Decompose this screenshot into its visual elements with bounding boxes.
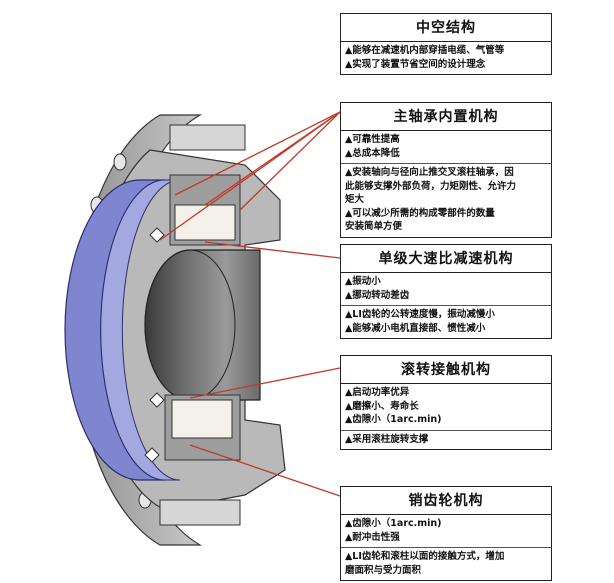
annotation-title: 滚转接触机构 [341, 356, 551, 384]
hollow-bore [144, 249, 261, 401]
annotation-section: ▲LI齿轮和滚柱以面的接触方式，增加 磨面积与受力面积 [341, 548, 551, 580]
annotation-line: ▲耐冲击性强 [345, 531, 400, 543]
annotation-section: ▲采用滚柱旋转支撑 [341, 431, 551, 450]
annotation-hollow-structure: 中空结构 ▲能够在减速机内部穿插电缆、气管等 ▲实现了装置节省空间的设计理念 [340, 13, 552, 75]
annotation-title: 中空结构 [341, 14, 551, 42]
annotation-line: ▲振动小 [345, 276, 381, 287]
annotation-section: ▲启动功率优异 ▲磨擦小、寿命长 ▲齿隙小（1arc.min) [341, 384, 551, 431]
annotation-line: ▲可靠性提高 [345, 134, 400, 145]
annotation-line: ▲启动功率优异 [345, 387, 410, 398]
annotation-line: 安装简单方便 [345, 221, 403, 232]
annotation-title: 主轴承内置机构 [341, 103, 551, 131]
annotation-section: ▲齿隙小（1arc.min) ▲耐冲击性强 [341, 515, 551, 548]
annotation-line: ▲安装轴向与径向止推交叉滚柱轴承，因 [345, 167, 514, 178]
annotation-line: ▲LI齿轮的公转速度慢，振动减慢小 [345, 309, 495, 320]
annotation-pin-gear: 销齿轮机构 ▲齿隙小（1arc.min) ▲耐冲击性强 ▲LI齿轮和滚柱以面的接… [340, 486, 552, 581]
annotation-line: 此能够支撑外部负荷，力矩刚性、允许力 [345, 180, 517, 192]
annotation-line: ▲可以减少所需的构成零部件的数量 [345, 207, 495, 219]
annotation-line: ▲挪动转动差齿 [345, 289, 410, 301]
annotation-title: 销齿轮机构 [341, 487, 551, 515]
annotation-section: ▲可靠性提高 ▲总成本降低 [341, 131, 551, 164]
annotation-line: 矩大 [345, 194, 365, 205]
annotation-line: ▲实现了装置节省空间的设计理念 [345, 58, 486, 70]
annotation-title: 单级大速比减速机构 [341, 245, 551, 273]
annotation-line: ▲齿隙小（1arc.min) [345, 414, 442, 425]
annotation-line: ▲磨擦小、寿命长 [345, 400, 419, 412]
annotation-section: ▲LI齿轮的公转速度慢，振动减慢小 ▲能够减小电机直接部、惯性减小 [341, 306, 551, 338]
annotation-line: ▲总成本降低 [345, 147, 400, 159]
annotation-single-stage-reduction: 单级大速比减速机构 ▲振动小 ▲挪动转动差齿 ▲LI齿轮的公转速度慢，振动减慢小… [340, 244, 552, 339]
leader-lines [159, 111, 341, 497]
annotation-section: ▲振动小 ▲挪动转动差齿 [341, 273, 551, 306]
annotation-line: ▲能够在减速机内部穿插电缆、气管等 [345, 45, 505, 56]
annotation-line: ▲齿隙小（1arc.min) [345, 518, 442, 529]
roller-elements [144, 227, 165, 463]
lower-gear-section [159, 394, 241, 526]
annotation-section: ▲能够在减速机内部穿插电缆、气管等 ▲实现了装置节省空间的设计理念 [341, 42, 551, 74]
annotation-line: ▲能够减小电机直接部、惯性减小 [345, 322, 486, 334]
upper-gear-section [169, 124, 246, 246]
annotation-section: ▲安装轴向与径向止推交叉滚柱轴承，因 此能够支撑外部负荷，力矩刚性、允许力 矩大… [341, 164, 551, 237]
annotation-line: ▲LI齿轮和滚柱以面的接触方式，增加 [345, 551, 505, 562]
annotation-line: ▲采用滚柱旋转支撑 [345, 433, 429, 445]
annotation-line: 磨面积与受力面积 [345, 564, 422, 576]
main-bearing-ring [64, 179, 181, 481]
annotation-main-bearing: 主轴承内置机构 ▲可靠性提高 ▲总成本降低 ▲安装轴向与径向止推交叉滚柱轴承，因… [340, 102, 552, 238]
annotation-rolling-contact: 滚转接触机构 ▲启动功率优异 ▲磨擦小、寿命长 ▲齿隙小（1arc.min) ▲… [340, 355, 552, 450]
